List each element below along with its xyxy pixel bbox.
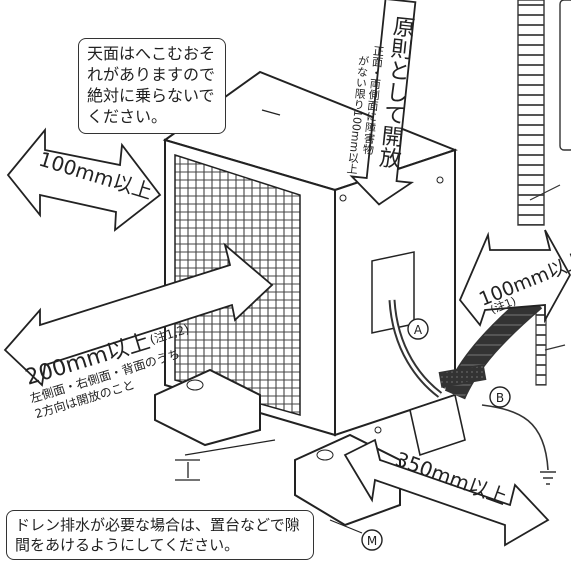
marker-m: M — [361, 529, 383, 551]
svg-text:M: M — [367, 534, 377, 548]
marker-a: A — [407, 318, 429, 340]
front-arrow — [343, 438, 550, 547]
svg-text:B: B — [496, 391, 504, 405]
marker-b: B — [489, 386, 511, 408]
top-clearance-arrow — [349, 0, 417, 206]
outdoor-unit — [162, 70, 458, 437]
top-surface-warning-text: 天面はへこむおそれがありますので絶対に乗らないでください。 — [87, 44, 216, 126]
drain-note-callout: ドレン排水が必要な場合は、置台などで隙間をあけるようにしてください。 — [6, 510, 314, 560]
svg-text:A: A — [414, 323, 423, 337]
left-back-arrow — [6, 127, 162, 232]
coiled-pipe — [517, 0, 547, 386]
right-side-arrow — [458, 229, 571, 327]
drain-note-text: ドレン排水が必要な場合は、置台などで隙間をあけるようにしてください。 — [15, 516, 300, 554]
left-side-arrow — [3, 242, 274, 387]
side-panel — [559, 0, 571, 151]
top-surface-warning-callout: 天面はへこむおそれがありますので絶対に乗らないでください。 — [78, 38, 226, 134]
refrigerant-pipes — [388, 184, 566, 485]
